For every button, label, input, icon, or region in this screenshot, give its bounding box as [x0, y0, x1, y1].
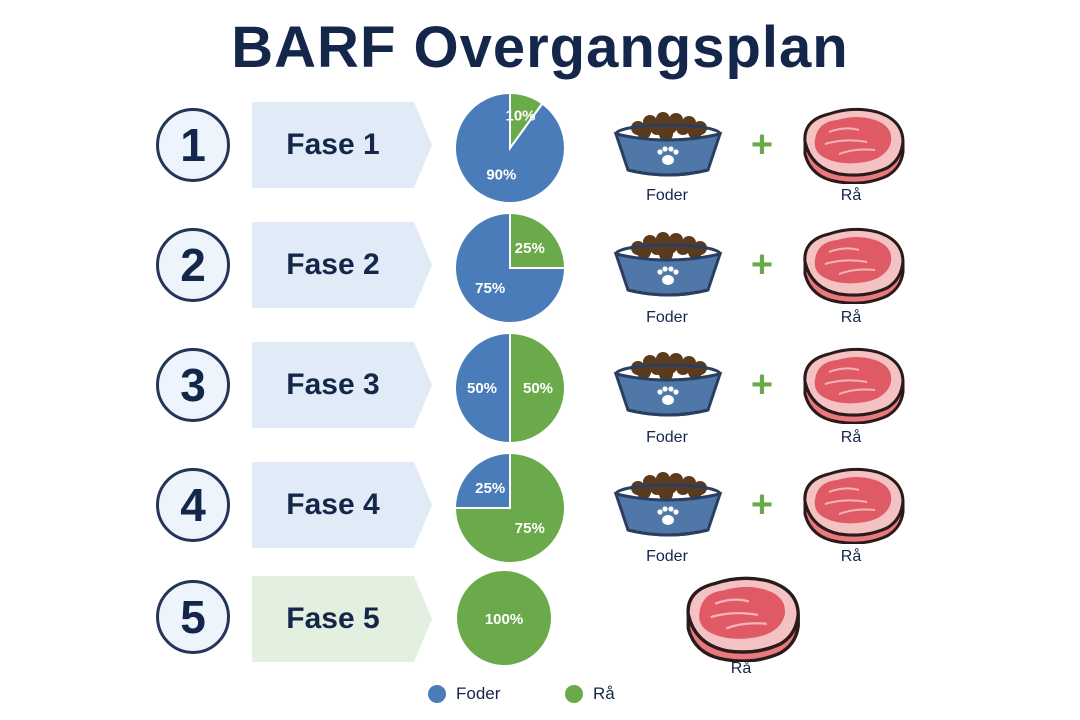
- phase-pie-chart: 10% 90%: [454, 91, 566, 204]
- raa-caption: Rå: [840, 309, 862, 326]
- foder-caption: Foder: [646, 429, 688, 446]
- phase-row-1: 1 Fase 1 10% 90% Foder + Rå: [0, 90, 1080, 204]
- legend-label-raa: Rå: [593, 684, 615, 703]
- page-title: BARF Overgangsplan: [231, 15, 849, 80]
- food-bowl-icon: [608, 226, 728, 300]
- pie-slice-raa: [509, 91, 544, 152]
- raw-meat-icon: [795, 462, 909, 545]
- phase-row-4: 4 Fase 4 75% 25% Foder + Rå: [0, 450, 1080, 565]
- raw-meat-icon: [795, 222, 909, 305]
- pie-label-raa: 25%: [515, 240, 545, 257]
- foder-caption: Foder: [646, 309, 688, 326]
- foder-caption: Foder: [646, 548, 688, 565]
- raw-meat-icon: [795, 342, 909, 425]
- legend: Foder Rå: [0, 684, 1080, 708]
- raw-meat-icon: [677, 570, 805, 663]
- raw-meat-icon: [795, 102, 909, 185]
- phase-number-badge: 3: [156, 348, 230, 422]
- legend-item-raa: Rå: [565, 684, 615, 704]
- pie-label-foder: 25%: [475, 480, 505, 497]
- phase-label-arrow: Fase 3: [252, 342, 432, 428]
- raa-caption: Rå: [840, 429, 862, 446]
- legend-item-foder: Foder: [428, 684, 500, 704]
- pie-label-foder: 50%: [467, 380, 497, 397]
- phase-row-2: 2 Fase 2 25% 75% Foder + Rå: [0, 210, 1080, 326]
- phase-number-badge: 1: [156, 108, 230, 182]
- pie-slice-raa: [509, 331, 566, 445]
- pie-slice-raa: [509, 211, 567, 269]
- phase-pie-chart: 50% 50%: [454, 331, 566, 445]
- food-bowl-icon: [608, 466, 728, 540]
- pie-label-raa: 100%: [485, 611, 523, 628]
- pie-label-raa: 10%: [505, 108, 535, 125]
- phase-number-badge: 5: [156, 580, 230, 654]
- raa-caption: Rå: [730, 660, 752, 677]
- raa-caption: Rå: [840, 187, 862, 204]
- phase-label-arrow: Fase 5: [252, 576, 432, 662]
- legend-swatch-raa: [565, 685, 583, 703]
- phase-number-badge: 4: [156, 468, 230, 542]
- plus-icon: +: [750, 244, 774, 286]
- plus-icon: +: [750, 124, 774, 166]
- legend-label-foder: Foder: [456, 684, 501, 703]
- phase-pie-chart: 25% 75%: [454, 211, 567, 324]
- pie-slice-foder: [454, 331, 511, 445]
- pie-label-raa: 50%: [523, 380, 553, 397]
- plus-icon: +: [750, 364, 774, 406]
- food-bowl-icon: [608, 106, 728, 180]
- phase-label-arrow: Fase 1: [252, 102, 432, 188]
- raa-caption: Rå: [840, 548, 862, 565]
- phase-pie-chart: 75% 25%: [453, 451, 566, 564]
- phase-label-arrow: Fase 2: [252, 222, 432, 308]
- pie-label-foder: 90%: [486, 167, 516, 184]
- pie-slice-foder: [453, 451, 511, 509]
- plus-icon: +: [750, 484, 774, 526]
- pie-slice-raa: [453, 451, 566, 564]
- phase-row-3: 3 Fase 3 50% 50% Foder + Rå: [0, 330, 1080, 446]
- foder-caption: Foder: [646, 187, 688, 204]
- phase-row-5: 5 Fase 5 100% Rå: [0, 566, 1080, 677]
- food-bowl-icon: [608, 346, 728, 420]
- pie-label-foder: 75%: [475, 280, 505, 297]
- pie-slice-raa: [457, 571, 551, 665]
- phase-label-arrow: Fase 4: [252, 462, 432, 548]
- phase-number-badge: 2: [156, 228, 230, 302]
- phase-pie-chart: 100%: [457, 571, 551, 665]
- pie-label-raa: 75%: [515, 520, 545, 537]
- legend-swatch-foder: [428, 685, 446, 703]
